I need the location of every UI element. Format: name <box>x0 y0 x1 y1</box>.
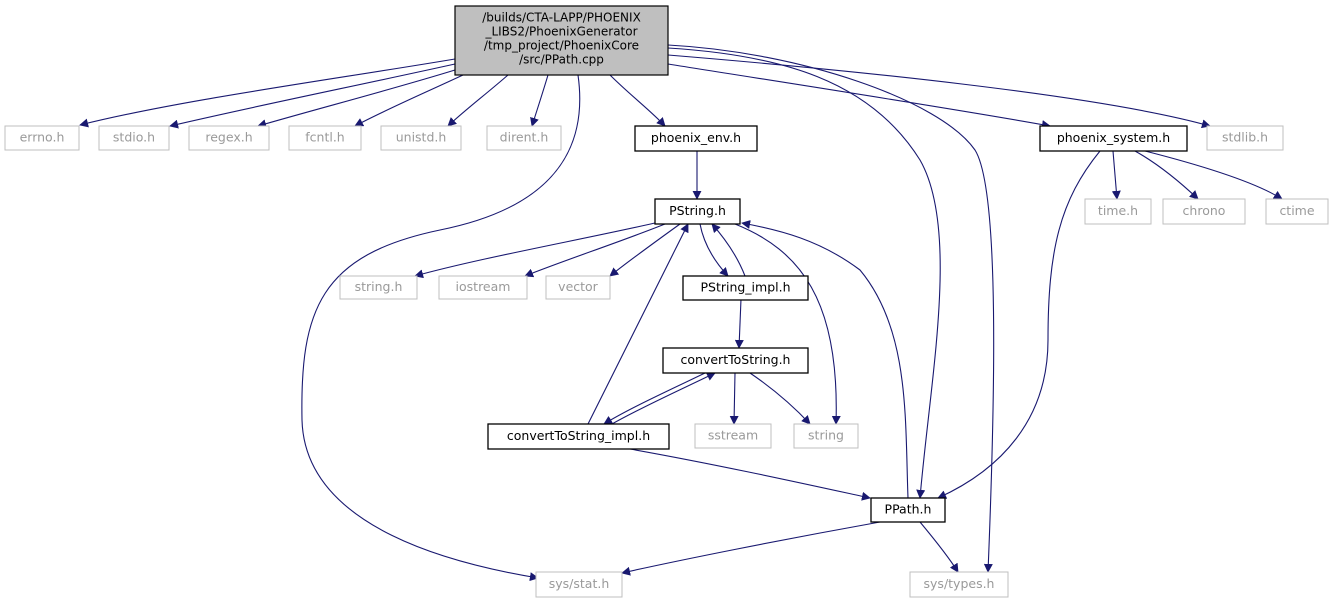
edge-root-dirent <box>530 74 549 127</box>
edge-pstring-string-h <box>414 222 656 279</box>
node-root-line-3: /tmp_project/PhoenixCore <box>484 39 639 53</box>
node-sys-types[interactable]: sys/types.h <box>909 571 1009 598</box>
node-pstring[interactable]: PString.h <box>654 198 741 225</box>
edge-converttostring-converttostring-impl <box>603 372 706 425</box>
node-chrono-label: chrono <box>1183 203 1226 218</box>
edge-pstring-iostream <box>524 223 666 278</box>
node-root-ppath-cpp[interactable]: /builds/CTA-LAPP/PHOENIX _LIBS2/PhoenixG… <box>454 5 669 76</box>
edge-pstring-impl-converttostring <box>734 298 744 349</box>
node-root-line-2: _LIBS2/PhoenixGenerator <box>484 25 637 39</box>
edge-ppath-sys-stat <box>621 521 881 576</box>
node-string-h[interactable]: string.h <box>339 275 418 300</box>
edge-phoenix-system-ppath <box>937 150 1101 499</box>
edge-converttostring-string <box>749 372 811 425</box>
node-root-line-1: /builds/CTA-LAPP/PHOENIX <box>482 11 641 25</box>
node-fcntl-label: fcntl.h <box>305 130 344 145</box>
edge-pstring-pstring-impl <box>699 223 729 277</box>
node-root-line-4: /src/PPath.cpp <box>519 53 604 67</box>
edge-root-stdio <box>169 63 456 129</box>
node-regex-label: regex.h <box>205 130 252 145</box>
node-ctime-label: ctime <box>1279 203 1314 218</box>
node-ppath[interactable]: PPath.h <box>870 497 946 523</box>
edge-root-unistd <box>447 74 509 127</box>
node-sstream-label: sstream <box>708 428 758 443</box>
node-string[interactable]: string <box>793 423 859 449</box>
node-regex[interactable]: regex.h <box>188 125 270 151</box>
node-converttostring[interactable]: convertToString.h <box>662 347 809 374</box>
node-errno-label: errno.h <box>20 130 65 145</box>
node-ppath-label: PPath.h <box>885 502 932 517</box>
node-pstring-impl[interactable]: PString_impl.h <box>682 275 809 301</box>
node-string-h-label: string.h <box>355 279 403 294</box>
edge-root-sys-stat <box>301 74 581 582</box>
node-phoenix-system[interactable]: phoenix_system.h <box>1039 125 1188 152</box>
edge-phoenix-system-time <box>1111 150 1121 200</box>
edge-root-phoenix-system <box>667 63 1051 129</box>
edge-converttostring-impl-converttostring <box>611 372 716 425</box>
node-time[interactable]: time.h <box>1084 198 1152 225</box>
node-string-label: string <box>808 428 844 443</box>
node-stdlib[interactable]: stdlib.h <box>1206 125 1284 151</box>
node-stdlib-label: stdlib.h <box>1222 130 1268 145</box>
node-stdio-label: stdio.h <box>113 130 155 145</box>
node-iostream-label: iostream <box>456 279 511 294</box>
edge-root-stdlib <box>667 54 1211 129</box>
node-stdio[interactable]: stdio.h <box>98 125 170 151</box>
edge-pstring-string <box>734 223 841 425</box>
node-unistd[interactable]: unistd.h <box>380 125 462 151</box>
node-phoenix-env-label: phoenix_env.h <box>651 130 741 145</box>
node-ctime[interactable]: ctime <box>1265 198 1329 225</box>
edge-root-ppath <box>667 47 941 499</box>
node-errno[interactable]: errno.h <box>4 125 80 151</box>
node-pstring-label: PString.h <box>669 203 726 218</box>
edge-ppath-pstring <box>741 220 909 499</box>
edge-root-regex <box>257 69 456 129</box>
node-converttostring-impl-label: convertToString_impl.h <box>507 428 650 443</box>
edge-converttostring-impl-pstring <box>587 223 689 425</box>
edge-ppath-sys-types <box>919 521 959 573</box>
edge-root-errno <box>79 58 456 128</box>
edge-root-fcntl <box>354 74 464 127</box>
node-sys-types-label: sys/types.h <box>924 576 995 591</box>
node-converttostring-label: convertToString.h <box>681 352 791 367</box>
edge-phoenix-system-ctime <box>1144 150 1283 200</box>
node-converttostring-impl[interactable]: convertToString_impl.h <box>487 423 670 450</box>
edge-pstring-vector <box>609 223 681 277</box>
edge-converttostring-impl-ppath <box>629 448 871 501</box>
edge-pstring-impl-pstring <box>711 223 746 277</box>
node-chrono[interactable]: chrono <box>1162 198 1246 225</box>
edges <box>79 44 1283 582</box>
edge-root-phoenix-env <box>609 74 666 127</box>
node-pstring-impl-label: PString_impl.h <box>700 280 790 295</box>
nodes: /builds/CTA-LAPP/PHOENIX _LIBS2/PhoenixG… <box>4 5 1329 598</box>
node-sys-stat-label: sys/stat.h <box>549 576 610 591</box>
node-vector[interactable]: vector <box>545 275 611 300</box>
node-phoenix-system-label: phoenix_system.h <box>1057 130 1170 145</box>
edge-phoenix-system-chrono <box>1134 150 1199 200</box>
edge-root-sys-types <box>667 44 995 573</box>
node-phoenix-env[interactable]: phoenix_env.h <box>634 125 758 152</box>
node-time-label: time.h <box>1098 203 1138 218</box>
node-dirent-label: dirent.h <box>500 130 549 145</box>
node-sstream[interactable]: sstream <box>694 423 772 449</box>
edge-converttostring-sstream <box>729 372 739 425</box>
node-fcntl[interactable]: fcntl.h <box>288 125 362 151</box>
node-sys-stat[interactable]: sys/stat.h <box>535 571 623 598</box>
node-iostream[interactable]: iostream <box>438 275 528 300</box>
node-dirent[interactable]: dirent.h <box>486 125 562 151</box>
node-unistd-label: unistd.h <box>396 130 447 145</box>
node-vector-label: vector <box>558 279 599 294</box>
